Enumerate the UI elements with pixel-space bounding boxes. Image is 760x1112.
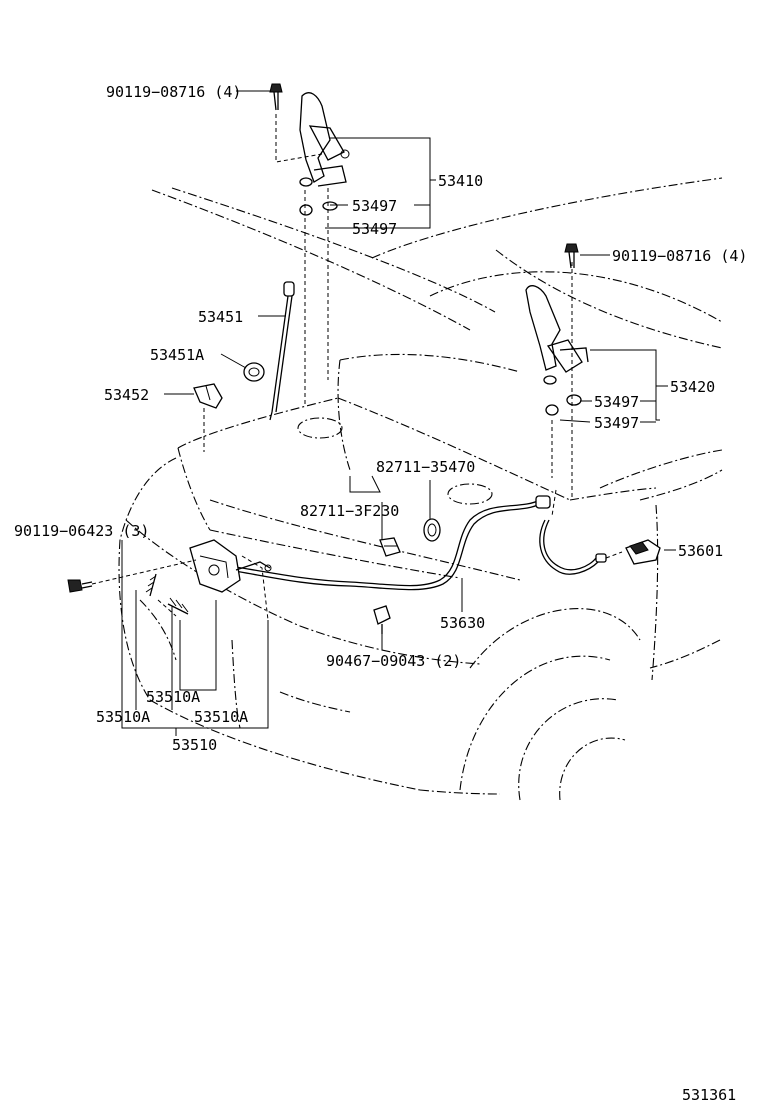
label-lock-part-a-left: 53510A (96, 708, 150, 726)
label-release-lever: 53601 (678, 542, 723, 560)
rod-grommet-icon (243, 362, 265, 382)
label-lock-part-a-right: 53510A (194, 708, 248, 726)
car-body-outline (118, 177, 723, 801)
label-washer-l1: 53497 (352, 197, 397, 215)
leader-lines (121, 90, 676, 736)
hood-hinge-right (525, 262, 589, 500)
label-cable-clamp-b: 82711−3F230 (300, 502, 399, 520)
label-rod-holder: 53452 (104, 386, 149, 404)
label-lock-part-a-upper: 53510A (146, 688, 200, 706)
part-labels: 90119−08716 (4) 53410 53497 53497 90119−… (14, 83, 747, 1104)
label-release-cable: 53630 (440, 614, 485, 632)
rod-holder-icon (193, 383, 223, 452)
label-washer-r1: 53497 (594, 393, 639, 411)
clip-icon (373, 605, 391, 634)
bolt-left-icon (269, 83, 283, 111)
label-bolt-hinge-left: 90119−08716 (4) (106, 83, 241, 101)
cable-clamp-b-icon (379, 537, 401, 557)
hood-lock (189, 539, 272, 621)
label-hood-lock: 53510 (172, 736, 217, 754)
label-hinge-left: 53410 (438, 172, 483, 190)
lock-spring-icon (145, 573, 189, 617)
label-bolt-lock: 90119−06423 (3) (14, 522, 149, 540)
label-support-rod: 53451 (198, 308, 243, 326)
lock-bolt-icon (67, 559, 197, 593)
label-bolt-hinge-right: 90119−08716 (4) (612, 247, 747, 265)
label-washer-l2: 53497 (352, 220, 397, 238)
label-rod-grommet: 53451A (150, 346, 204, 364)
release-lever-icon (625, 539, 661, 565)
hood-support-rod (269, 281, 295, 421)
figure-number: 531361 (682, 1086, 736, 1104)
bolt-right-icon (564, 243, 579, 269)
label-hinge-right: 53420 (670, 378, 715, 396)
hood-release-cable (227, 489, 623, 591)
label-washer-r2: 53497 (594, 414, 639, 432)
hood-hinge-left (275, 92, 350, 404)
label-cable-clamp-a: 82711−35470 (376, 458, 475, 476)
label-clip: 90467−09043 (2) (326, 652, 461, 670)
cable-clamp-a-icon (423, 518, 441, 542)
